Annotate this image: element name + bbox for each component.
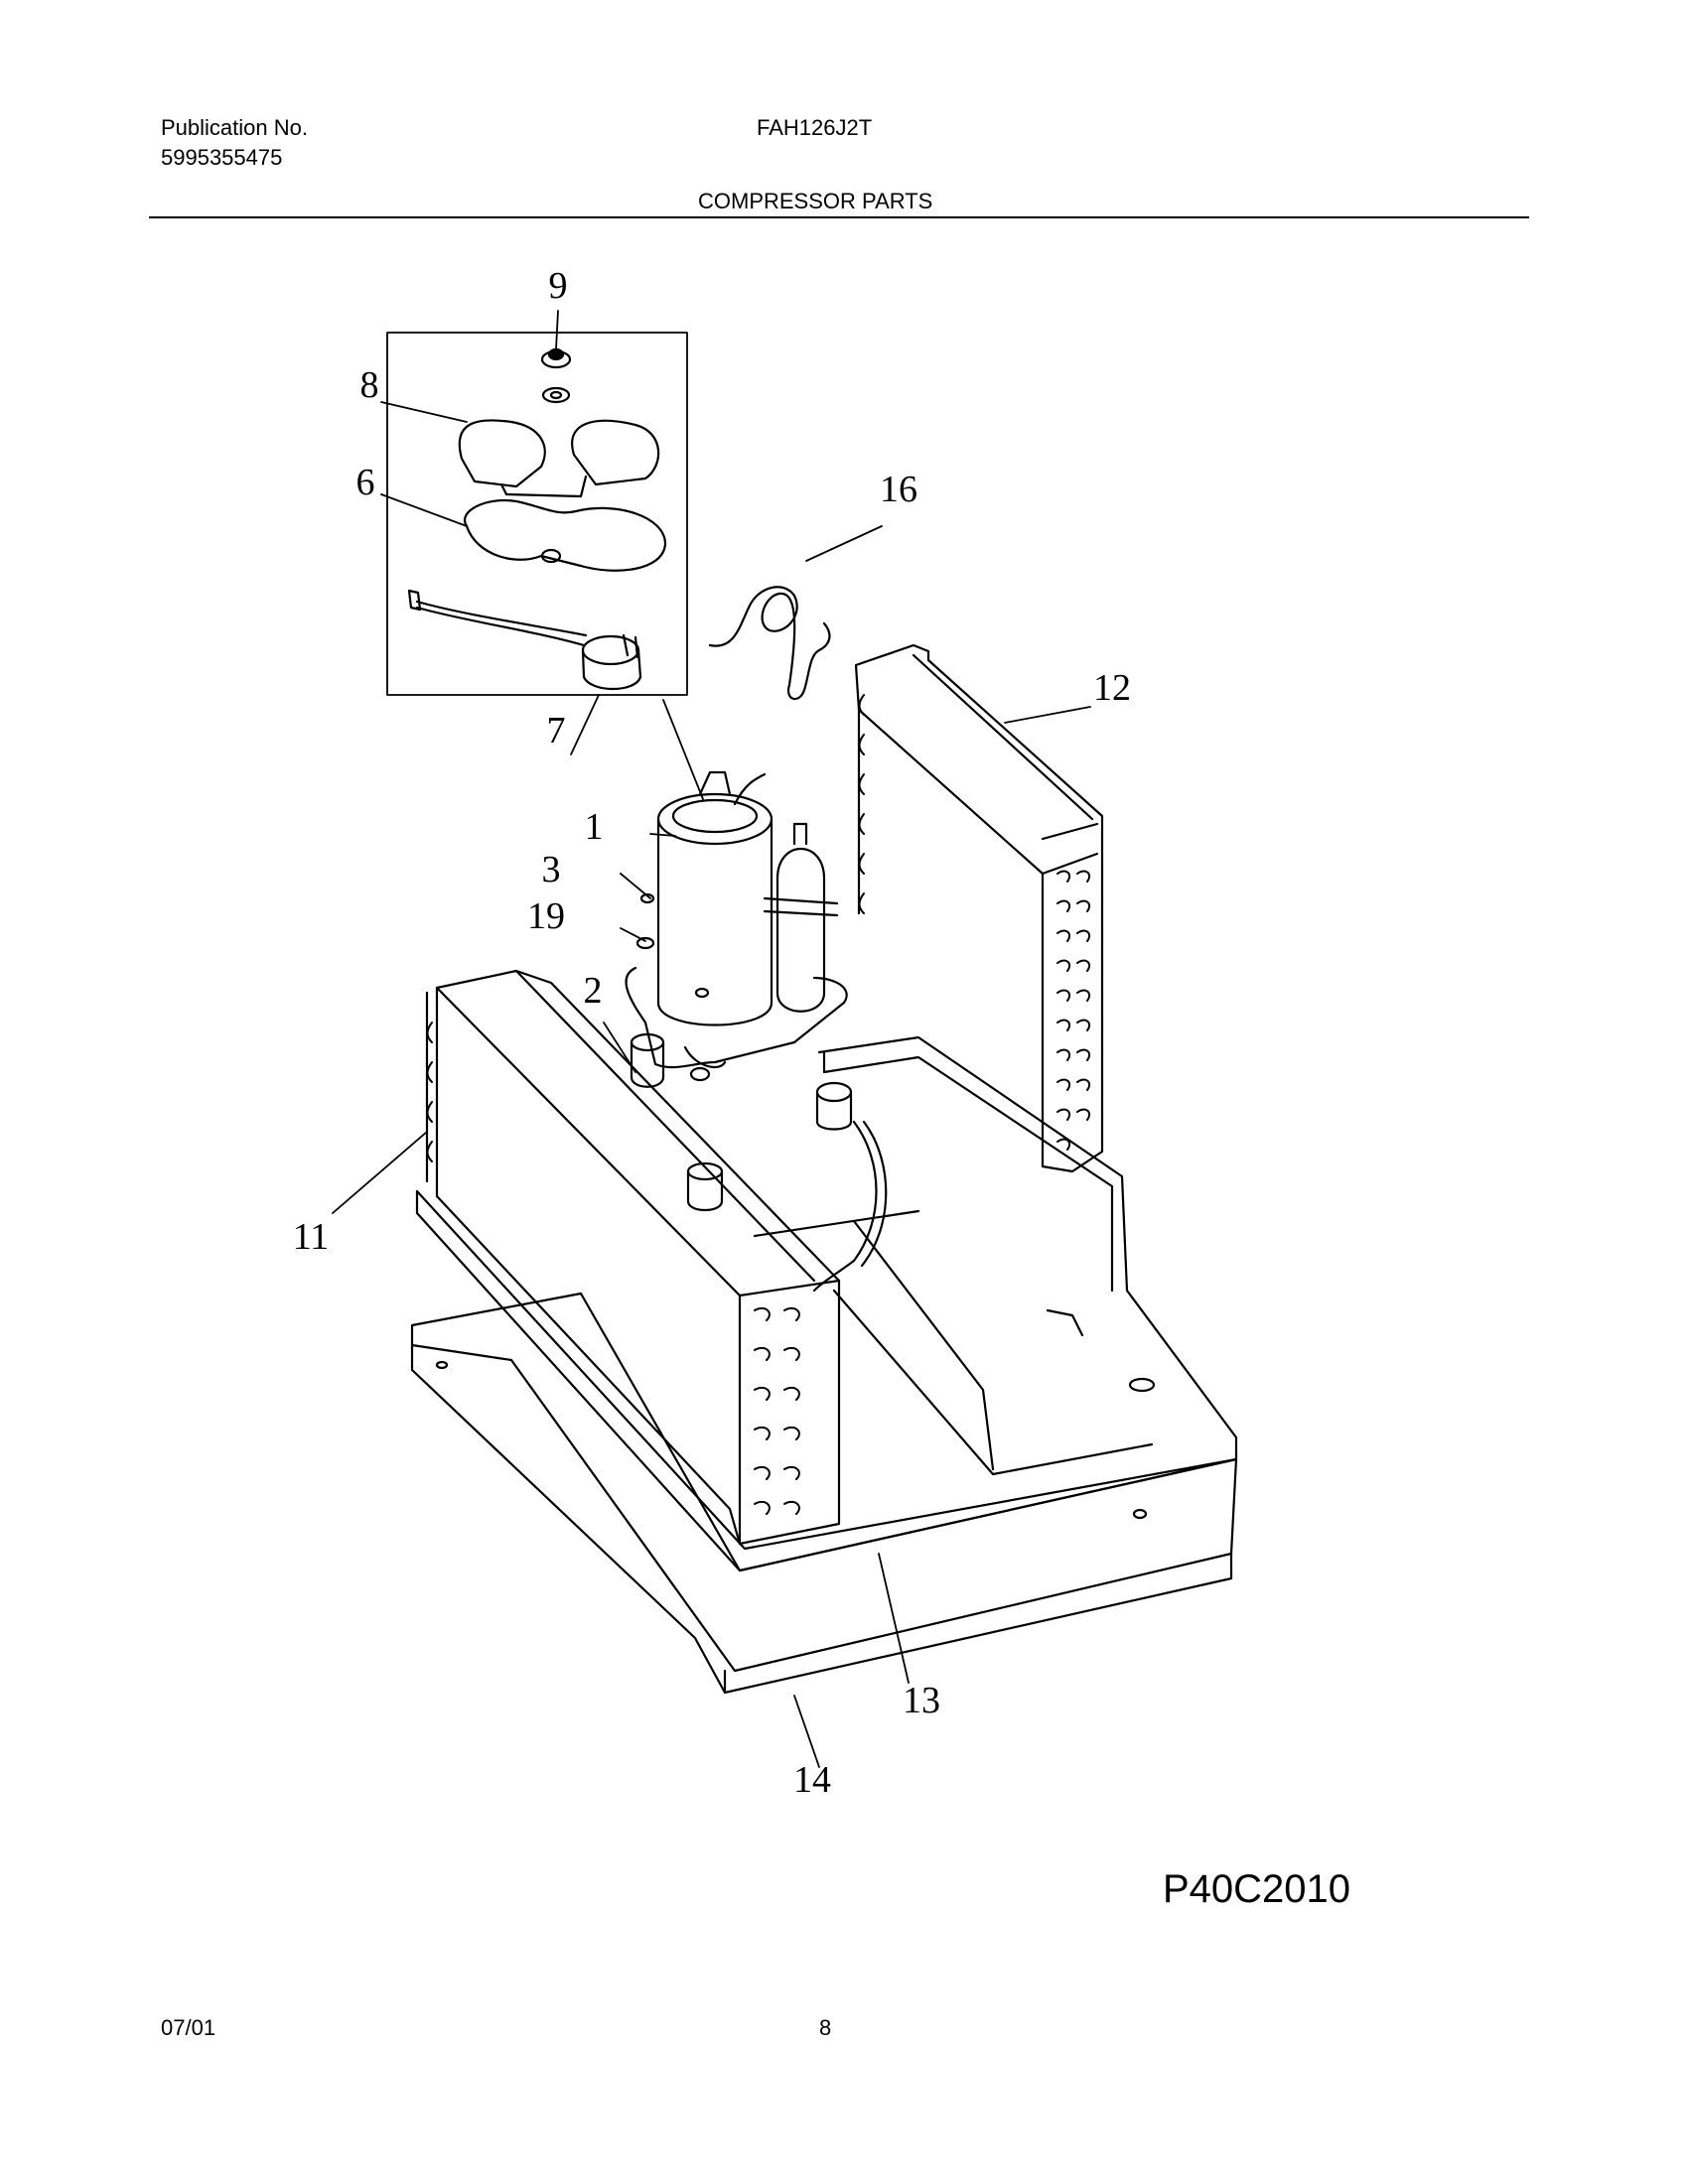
callout-16: 16 <box>880 469 917 510</box>
clamp-spring <box>708 586 831 701</box>
publication-date: 07/01 <box>161 2015 216 2040</box>
page-number: 8 <box>819 2015 832 2040</box>
callout-3: 3 <box>542 849 561 890</box>
chassis <box>410 1292 1238 1695</box>
callout-13: 13 <box>903 1680 940 1721</box>
condenser-coil <box>854 643 1104 1173</box>
callout-8: 7 <box>547 710 566 751</box>
publication-number: 5995355475 <box>161 145 283 170</box>
header-rule <box>149 216 1529 218</box>
callout-9: 9 <box>549 265 568 307</box>
section-title: COMPRESSOR PARTS <box>698 189 933 213</box>
leader-lines <box>332 310 1091 1768</box>
callout-12: 12 <box>1093 667 1131 709</box>
compressor <box>625 770 848 1088</box>
publication-label: Publication No. <box>161 115 308 140</box>
callout-labels: 9 8 6 16 12 7 1 3 19 2 11 13 14 <box>293 265 1131 1801</box>
base-pan <box>415 1035 1238 1572</box>
figure-code: P40C2010 <box>1163 1867 1351 1911</box>
model-number: FAH126J2T <box>757 115 873 140</box>
inset-detail-box <box>386 332 688 696</box>
callout-2: 2 <box>584 970 603 1012</box>
callout-11: 11 <box>293 1216 330 1258</box>
callout-14: 14 <box>793 1759 831 1801</box>
callout-1: 1 <box>585 806 604 848</box>
callout-6: 6 <box>356 462 375 503</box>
callout-7: 8 <box>360 364 379 406</box>
callout-19: 19 <box>527 895 565 937</box>
evaporator-coil <box>425 969 841 1546</box>
